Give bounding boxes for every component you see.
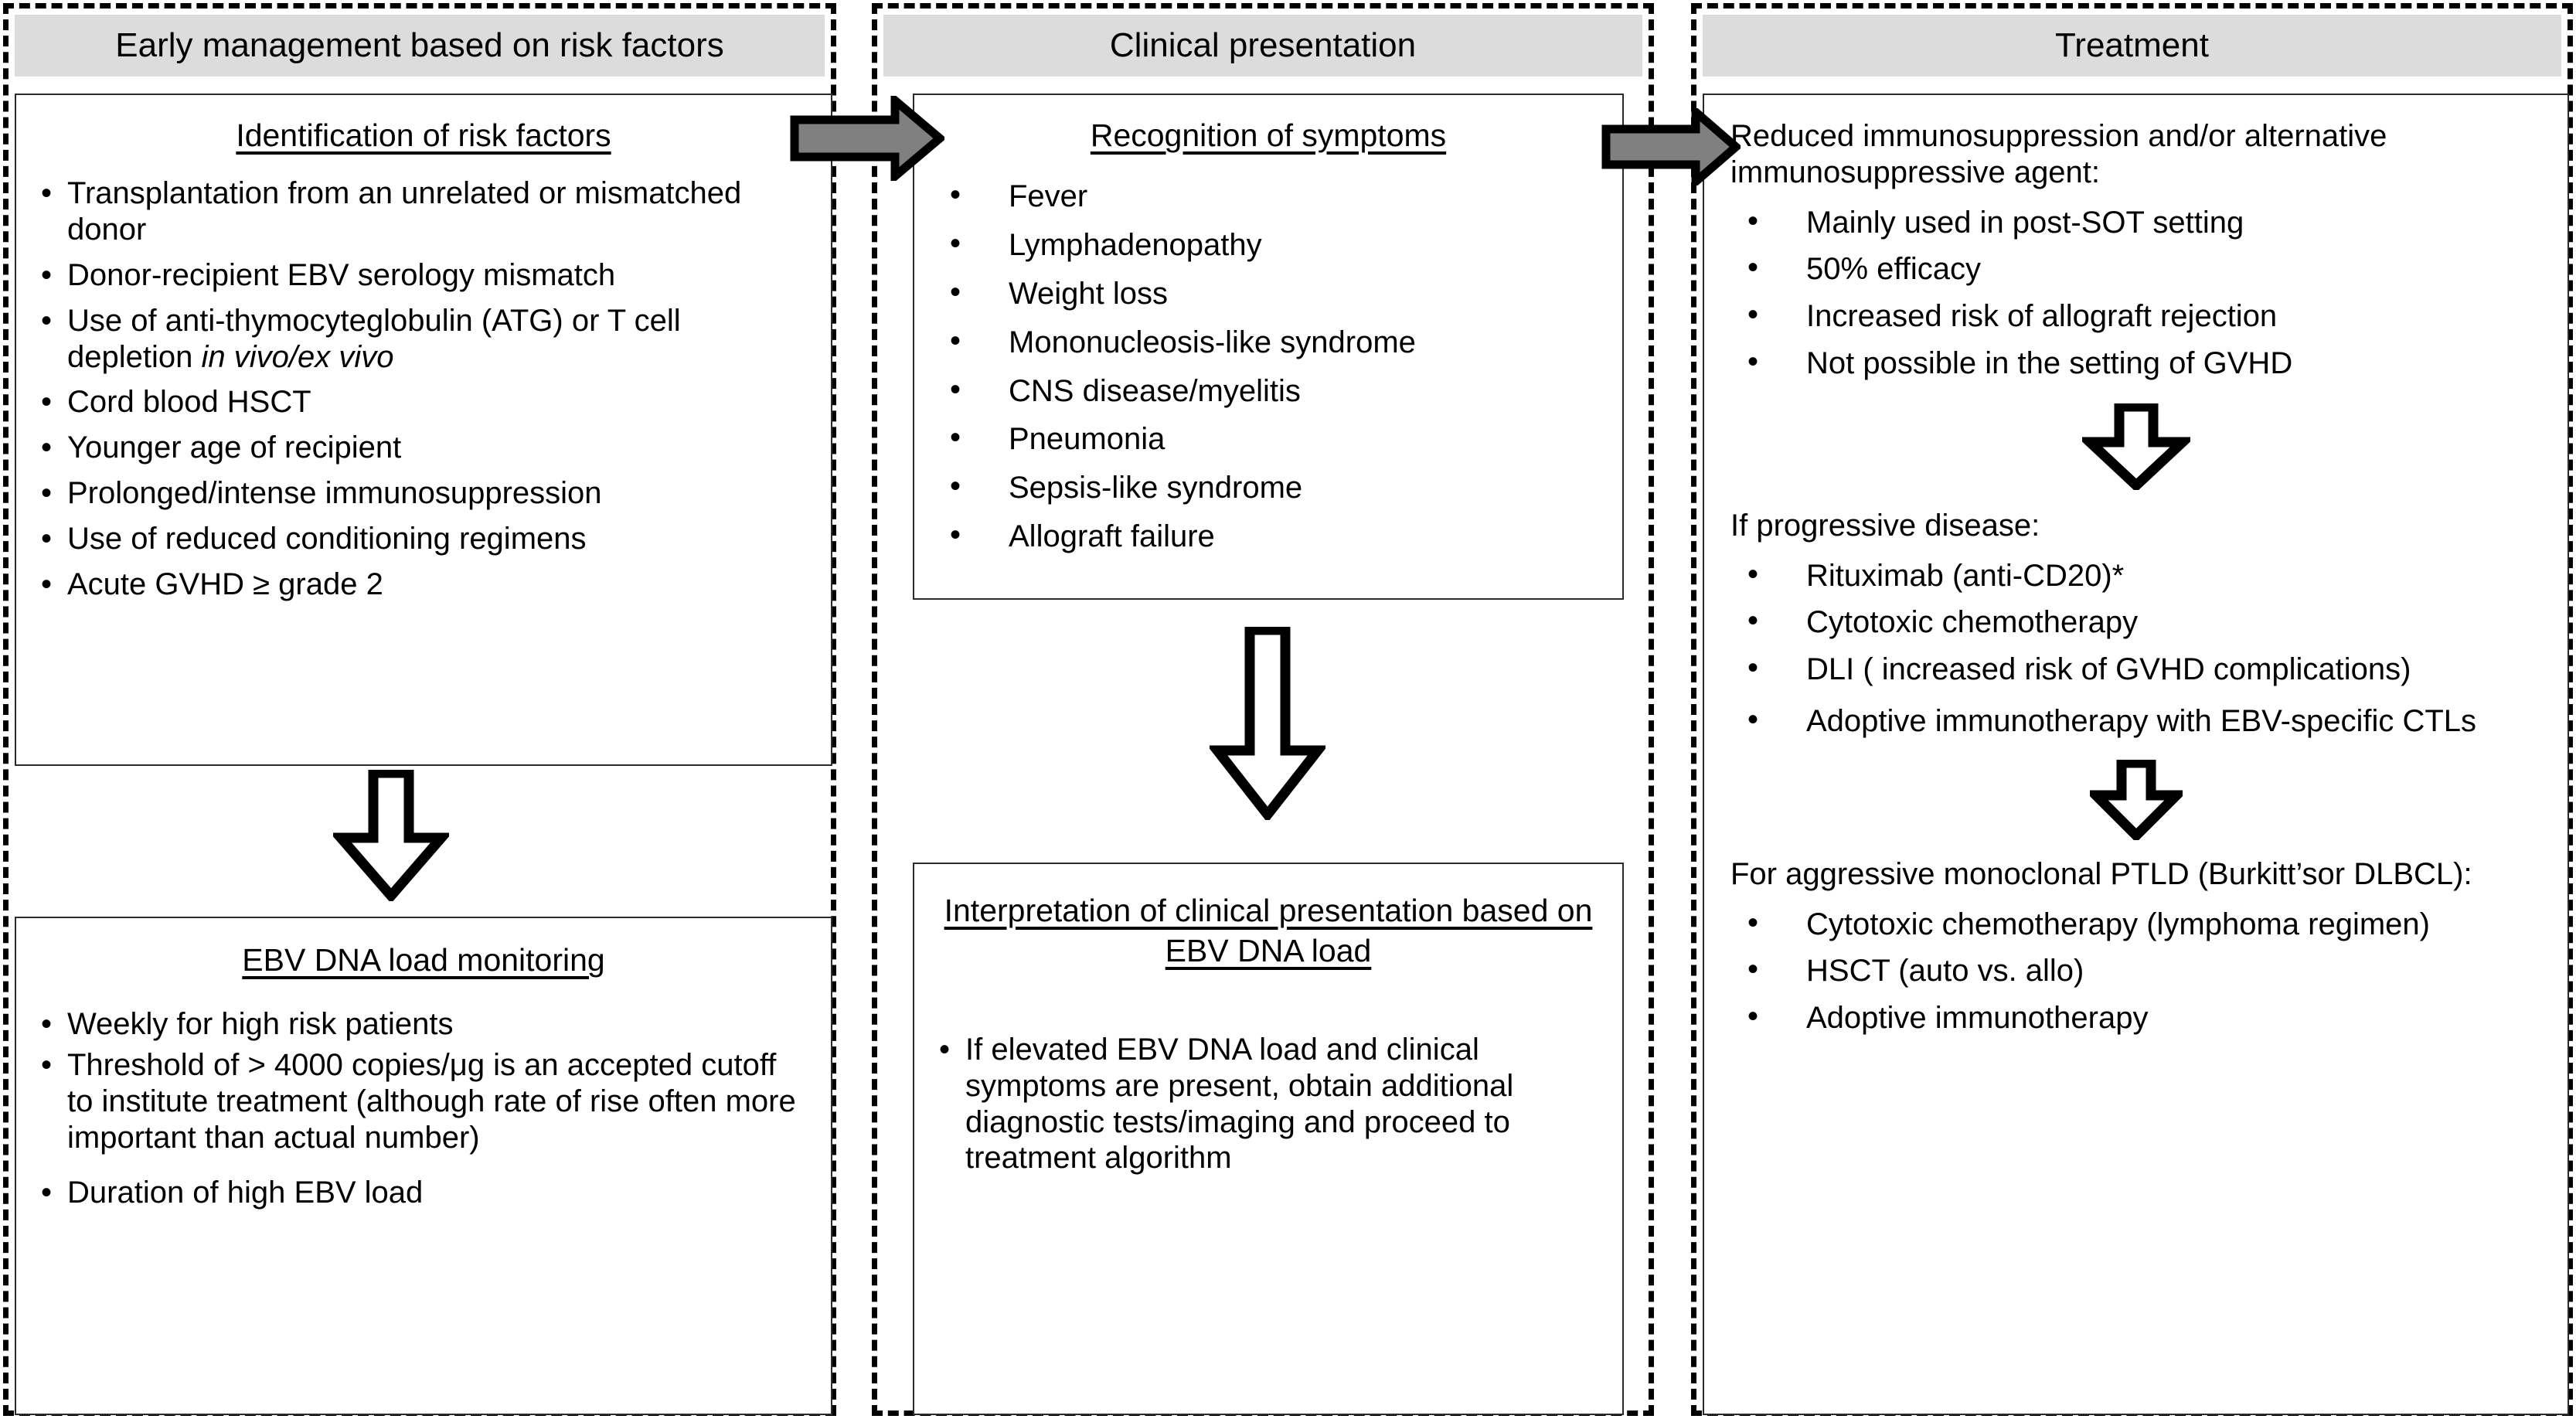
box-recognition-of-symptoms: Recognition of symptoms Fever Lymphadeno… (913, 94, 1624, 600)
list-item: Duration of high EBV load (38, 1175, 809, 1211)
treatment-text: HSCT (auto vs. allo) (1806, 954, 2084, 989)
treatment-text: Rituximab (anti-CD20)* (1806, 558, 2125, 593)
column-header-early-management: Early management based on risk factors (15, 15, 825, 77)
flow-arrow-risk-to-presentation (790, 96, 944, 181)
risk-factor-text: Donor-recipient EBV serology mismatch (67, 258, 616, 293)
list-item: Cytotoxic chemotherapy (1730, 603, 2541, 641)
box-interpretation-of-clinical-presentation: Interpretation of clinical presentation … (913, 863, 1624, 1415)
risk-factor-text: Use of anti-thymocyteglobulin (ATG) or T… (67, 303, 681, 374)
monitoring-text: Threshold of > 4000 copies/μg is an acce… (67, 1048, 796, 1155)
treatment-text: Not possible in the setting of GVHD (1806, 345, 2293, 380)
list-item: 50% efficacy (1730, 250, 2541, 288)
column-clinical-presentation: Clinical presentation Recognition of sym… (872, 3, 1654, 1416)
list-item: Not possible in the setting of GVHD (1730, 344, 2541, 382)
flow-arrow-reduced-to-progressive (2077, 401, 2195, 494)
list-item: Donor-recipient EBV serology mismatch (38, 257, 809, 294)
list-item: Cytotoxic chemotherapy (lymphoma regimen… (1730, 905, 2541, 943)
list-item: Cord blood HSCT (38, 384, 809, 420)
symptom-text: Pneumonia (1009, 422, 1165, 457)
list-item: DLI ( increased risk of GVHD complicatio… (1730, 650, 2541, 688)
treatment-text: 50% efficacy (1806, 252, 1982, 287)
treatment-text: Cytotoxic chemotherapy (lymphoma regimen… (1806, 907, 2430, 941)
symptom-text: Mononucleosis-like syndrome (1009, 325, 1416, 359)
box-title-recognition: Recognition of symptoms (1090, 117, 1447, 153)
risk-factor-text: Use of reduced conditioning regimens (67, 521, 587, 556)
box-identification-of-risk-factors: Identification of risk factors Transplan… (15, 94, 832, 766)
risk-factor-italic: in vivo/ex vivo (201, 339, 394, 374)
column-treatment: Treatment Reduced immunosuppression and/… (1691, 3, 2573, 1416)
box-title-interpretation: Interpretation of clinical presentation … (944, 893, 1593, 969)
treatment-lead-aggressive-monoclonal-ptld: For aggressive monoclonal PTLD (Burkitt’… (1730, 856, 2472, 891)
column-header-label: Clinical presentation (1109, 26, 1417, 64)
list-item: Mononucleosis-like syndrome (933, 323, 1604, 361)
risk-factor-text: Younger age of recipient (67, 430, 402, 465)
column-header-label: Early management based on risk factors (115, 26, 724, 64)
flow-arrow-risk-to-monitoring (333, 770, 449, 901)
interpretation-list: If elevated EBV DNA load and clinical sy… (936, 1032, 1601, 1176)
list-item: Threshold of > 4000 copies/μg is an acce… (38, 1047, 809, 1155)
risk-factor-text: Acute GVHD ≥ grade 2 (67, 567, 383, 601)
treatment-lead-reduced-immunosuppression: Reduced immunosuppression and/or alterna… (1730, 119, 2387, 189)
list-item: Transplantation from an unrelated or mis… (38, 175, 809, 248)
box-title-identification: Identification of risk factors (236, 117, 611, 153)
box-ebv-dna-load-monitoring: EBV DNA load monitoring Weekly for high … (15, 917, 832, 1415)
symptom-text: Fever (1009, 179, 1088, 214)
list-item: CNS disease/myelitis (933, 372, 1604, 410)
column-header-treatment: Treatment (1703, 15, 2561, 77)
list-item: Lymphadenopathy (933, 226, 1604, 264)
flow-arrow-symptoms-to-interpretation (1210, 627, 1325, 820)
ebv-monitoring-list: Weekly for high risk patients Threshold … (38, 1006, 809, 1210)
list-item: Sepsis-like syndrome (933, 468, 1604, 506)
treatment-text: Adoptive immunotherapy (1806, 1001, 2149, 1036)
risk-factor-text: Transplantation from an unrelated or mis… (67, 176, 742, 247)
box-treatment-content: Reduced immunosuppression and/or alterna… (1703, 94, 2569, 1415)
list-item: Adoptive immunotherapy (1730, 999, 2541, 1036)
treatment-text: Cytotoxic chemotherapy (1806, 605, 2139, 640)
treatment-text: Increased risk of allograft rejection (1806, 299, 2278, 334)
risk-factor-list: Transplantation from an unrelated or mis… (38, 175, 809, 602)
treatment-text: Adoptive immunotherapy with EBV-specific… (1806, 703, 2477, 738)
list-item: Acute GVHD ≥ grade 2 (38, 567, 809, 603)
progressive-disease-list: Rituximab (anti-CD20)* Cytotoxic chemoth… (1730, 556, 2541, 740)
column-header-clinical-presentation: Clinical presentation (883, 15, 1642, 77)
list-item: Rituximab (anti-CD20)* (1730, 556, 2541, 594)
list-item: Weight loss (933, 274, 1604, 312)
treatment-text: DLI ( increased risk of GVHD complicatio… (1806, 652, 2411, 687)
list-item: Use of reduced conditioning regimens (38, 521, 809, 557)
column-early-management: Early management based on risk factors I… (3, 3, 836, 1416)
symptom-text: Sepsis-like syndrome (1009, 471, 1303, 505)
list-item: Increased risk of allograft rejection (1730, 297, 2541, 335)
list-item: Adoptive immunotherapy with EBV-specific… (1730, 702, 2541, 740)
monitoring-text: Duration of high EBV load (67, 1175, 424, 1210)
monitoring-text: Weekly for high risk patients (67, 1007, 454, 1042)
list-item: Weekly for high risk patients (38, 1006, 809, 1043)
interpretation-text: If elevated EBV DNA load and clinical sy… (965, 1032, 1514, 1176)
list-item: HSCT (auto vs. allo) (1730, 951, 2541, 989)
symptom-text: Lymphadenopathy (1009, 228, 1262, 263)
box-title-ebv-monitoring: EBV DNA load monitoring (242, 942, 605, 978)
symptom-list: Fever Lymphadenopathy Weight loss Mononu… (933, 177, 1604, 555)
list-item: Younger age of recipient (38, 430, 809, 466)
list-item: Use of anti-thymocyteglobulin (ATG) or T… (38, 303, 809, 376)
treatment-text: Mainly used in post-SOT setting (1806, 205, 2244, 240)
column-header-label: Treatment (2055, 26, 2209, 64)
list-item: Allograft failure (933, 517, 1604, 555)
list-item: Prolonged/intense immunosuppression (38, 475, 809, 512)
flow-arrow-presentation-to-treatment (1601, 108, 1741, 185)
symptom-text: Allograft failure (1009, 519, 1215, 554)
list-item: Mainly used in post-SOT setting (1730, 203, 2541, 241)
flow-arrow-progressive-to-aggressive (2083, 757, 2189, 844)
treatment-lead-progressive-disease: If progressive disease: (1730, 508, 2040, 543)
reduced-immunosuppression-list: Mainly used in post-SOT setting 50% effi… (1730, 203, 2541, 382)
symptom-text: CNS disease/myelitis (1009, 373, 1301, 408)
list-item: Pneumonia (933, 420, 1604, 458)
aggressive-ptld-list: Cytotoxic chemotherapy (lymphoma regimen… (1730, 905, 2541, 1036)
list-item: Fever (933, 177, 1604, 215)
risk-factor-text: Prolonged/intense immunosuppression (67, 476, 602, 511)
list-item: If elevated EBV DNA load and clinical sy… (936, 1032, 1601, 1176)
risk-factor-text: Cord blood HSCT (67, 385, 311, 420)
symptom-text: Weight loss (1009, 277, 1169, 311)
